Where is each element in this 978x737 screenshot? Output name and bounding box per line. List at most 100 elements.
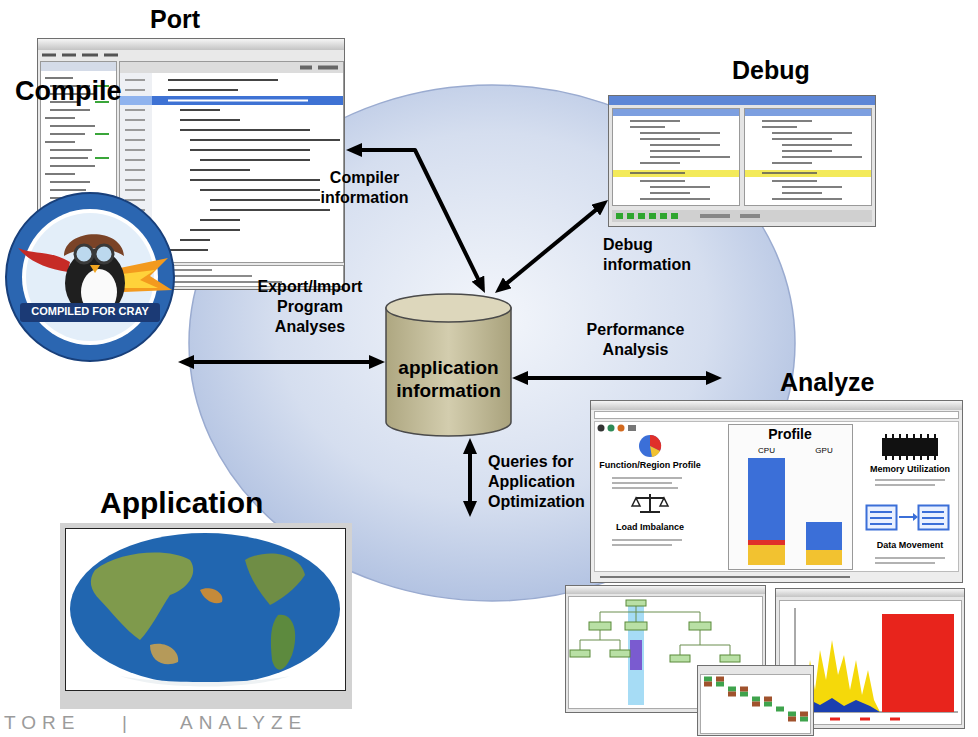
analyze-screenshots — [698, 666, 814, 736]
footer-text: ANALYZE — [180, 712, 307, 735]
analyze-screenshots — [704, 679, 808, 719]
debug-screenshot — [609, 96, 876, 227]
port-screenshot — [41, 62, 116, 71]
cylinder-shape — [386, 294, 511, 322]
debug-panel: Debug — [608, 55, 876, 227]
panel-heading: Application — [100, 485, 263, 521]
screen-text: Memory Utilization — [862, 464, 958, 475]
analyze-screenshots — [566, 586, 765, 594]
analyze-screenshots — [800, 718, 900, 721]
footer-text: | — [122, 712, 127, 735]
world-map — [245, 553, 305, 605]
analyze-screenshots — [701, 675, 811, 734]
panel-heading: Debug — [732, 55, 810, 85]
edge-label: Debug information — [603, 235, 698, 275]
analyze-screenshots — [639, 435, 661, 457]
cylinder-label: application information — [389, 357, 508, 403]
compiler-badge — [90, 265, 100, 273]
debug-screenshot — [612, 210, 872, 222]
port-screenshot — [168, 100, 308, 102]
debug-screenshot — [613, 109, 740, 206]
analyze-screenshots — [566, 401, 965, 736]
analyze-screenshots — [729, 425, 853, 570]
database-cylinder: application information — [385, 293, 512, 437]
analyze-screenshots — [591, 401, 962, 410]
edge-label: Compiler information — [312, 168, 417, 208]
analyze-screenshots — [650, 446, 660, 457]
world-map — [91, 553, 193, 640]
query-arrow — [470, 452, 471, 503]
compiler-badge — [6, 193, 174, 361]
analyze-screenshots — [598, 425, 605, 432]
analyze-screenshots — [628, 425, 636, 431]
compiler-badge — [22, 209, 158, 345]
world-map — [271, 615, 295, 670]
analyze-panel: Analyze — [722, 366, 968, 401]
bidirectional-arrow — [506, 209, 597, 284]
analyze-screenshots — [580, 606, 730, 655]
compiler-badge — [6, 193, 174, 361]
compiler-badge — [75, 245, 93, 263]
analyze-screenshots — [795, 608, 958, 712]
analyze-screenshots — [875, 558, 945, 563]
port-panel: Port — [37, 4, 346, 291]
world-map — [150, 644, 178, 665]
cylinder-shape — [386, 308, 511, 436]
edge-label: Export/Import Program Analyses — [250, 277, 370, 337]
analyze-screenshots — [882, 438, 938, 456]
analyze-screenshots — [776, 589, 964, 597]
analyze-screenshots — [595, 422, 959, 572]
analyze-screenshots — [886, 434, 935, 460]
debug-screenshot — [762, 121, 862, 199]
analyze-screenshots — [612, 478, 682, 488]
world-map — [70, 533, 340, 685]
compiler-badge — [18, 248, 70, 272]
analyze-screenshots — [806, 522, 842, 565]
panel-heading: Analyze — [780, 367, 874, 397]
query-arrow — [468, 452, 472, 503]
analyze-screenshots — [608, 425, 615, 432]
analyze-screenshots — [612, 540, 682, 545]
screen-text: Data Movement — [862, 540, 958, 551]
analyze-screenshots — [899, 516, 913, 518]
debug-screenshot — [609, 96, 875, 105]
bidirectional-arrow — [192, 360, 371, 364]
panel-heading: Port — [150, 4, 200, 34]
analyze-screenshots — [806, 550, 842, 565]
debug-screenshot — [609, 96, 876, 227]
screen-text: Load Imbalance — [598, 522, 702, 533]
port-screenshot — [300, 66, 338, 70]
analyze-screenshots — [600, 576, 850, 578]
analyze-screenshots — [670, 655, 690, 662]
analyze-screenshots — [618, 425, 625, 432]
edge-label: Queries for Application Optimization — [488, 452, 618, 512]
application-panel: Application — [65, 485, 351, 710]
analyze-screenshots — [570, 650, 590, 657]
analyze-screenshots — [610, 650, 630, 657]
port-screenshot — [152, 96, 343, 105]
analyze-screenshots — [636, 494, 664, 512]
compiler-badge — [120, 258, 172, 292]
world-map — [60, 523, 352, 709]
debug-screenshot — [630, 121, 730, 199]
compile-panel: Compile — [5, 75, 178, 370]
port-screenshot — [42, 54, 118, 57]
port-screenshot — [168, 80, 340, 250]
compiler-badge — [95, 245, 113, 263]
analyze-screenshots — [748, 458, 785, 565]
analyze-screenshots — [748, 545, 785, 565]
bidirectional-arrow — [526, 376, 708, 380]
analyze-screenshots — [748, 540, 785, 545]
world-map — [200, 588, 222, 603]
debug-screenshot — [616, 213, 678, 219]
compiler-badge — [20, 303, 160, 322]
analyze-screenshots — [595, 412, 959, 419]
analyze-screenshots — [630, 640, 642, 670]
debug-screenshot — [700, 214, 760, 218]
world-map — [120, 676, 290, 687]
screen-text: CPU — [748, 446, 785, 456]
analyze-screenshots — [704, 679, 808, 719]
world-map — [66, 529, 346, 691]
analyze-screenshots — [720, 655, 740, 662]
